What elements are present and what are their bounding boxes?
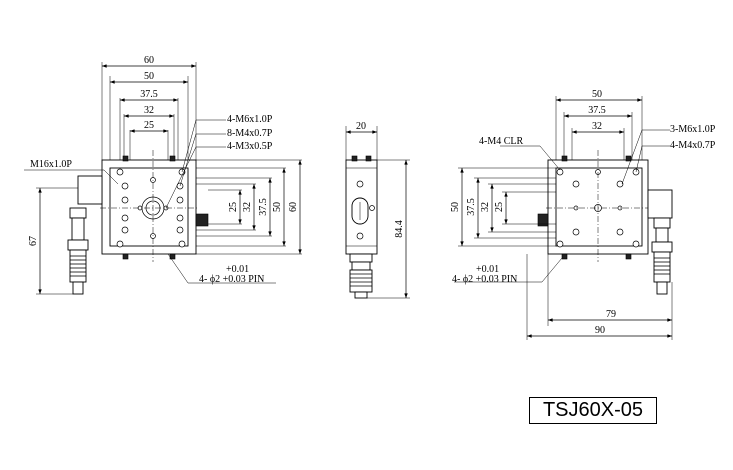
dim-32: 32 bbox=[144, 105, 154, 116]
model-number-box: TSJ60X-05 bbox=[529, 397, 657, 424]
dim-r37-5: 37.5 bbox=[588, 105, 606, 116]
label-pin: 4- ϕ2 +0.03 PIN bbox=[199, 274, 264, 285]
dim-67: 67 bbox=[28, 236, 39, 246]
dim-50: 50 bbox=[144, 71, 154, 82]
label-r-tol: +0.01 bbox=[476, 264, 499, 275]
dim-20: 20 bbox=[356, 121, 366, 132]
dim-37-5: 37.5 bbox=[140, 89, 158, 100]
side-knurl bbox=[350, 273, 372, 287]
label-r-m4: 4-M4x0.7P bbox=[670, 140, 716, 151]
dim-90: 90 bbox=[595, 325, 605, 336]
micrometer-knurl bbox=[70, 255, 86, 277]
label-m6: 4-M6x1.0P bbox=[227, 114, 273, 125]
dim-r50: 50 bbox=[592, 89, 602, 100]
label-m4clr: 4-M4 CLR bbox=[479, 136, 524, 147]
dim-v50: 50 bbox=[272, 202, 283, 212]
label-m3: 4-M3x0.5P bbox=[227, 141, 273, 152]
front-view: 60 50 37.5 32 25 bbox=[24, 55, 302, 295]
dim-v37-5: 37.5 bbox=[258, 198, 269, 216]
dim-v25: 25 bbox=[228, 202, 239, 212]
side-view: 20 84.4 bbox=[345, 121, 410, 299]
right-micrometer-knurl bbox=[654, 257, 670, 275]
dim-rv37-5: 37.5 bbox=[466, 198, 477, 216]
dim-84-4: 84.4 bbox=[394, 220, 405, 238]
dim-79: 79 bbox=[606, 309, 616, 320]
dim-v60: 60 bbox=[288, 202, 299, 212]
dim-r32: 32 bbox=[592, 121, 602, 132]
right-view: 50 37.5 32 bbox=[450, 89, 716, 340]
dim-v32: 32 bbox=[242, 202, 253, 212]
dim-rv25: 25 bbox=[494, 202, 505, 212]
dim-rv32: 32 bbox=[480, 202, 491, 212]
label-m4: 8-M4x0.7P bbox=[227, 128, 273, 139]
dim-60: 60 bbox=[144, 55, 154, 66]
label-r-pin: 4- ϕ2 +0.03 PIN bbox=[452, 274, 517, 285]
label-m16: M16x1.0P bbox=[30, 159, 72, 170]
label-r-m6: 3-M6x1.0P bbox=[670, 124, 716, 135]
label-tol: +0.01 bbox=[226, 264, 249, 275]
dim-rv50: 50 bbox=[450, 202, 461, 212]
dim-25: 25 bbox=[144, 120, 154, 131]
